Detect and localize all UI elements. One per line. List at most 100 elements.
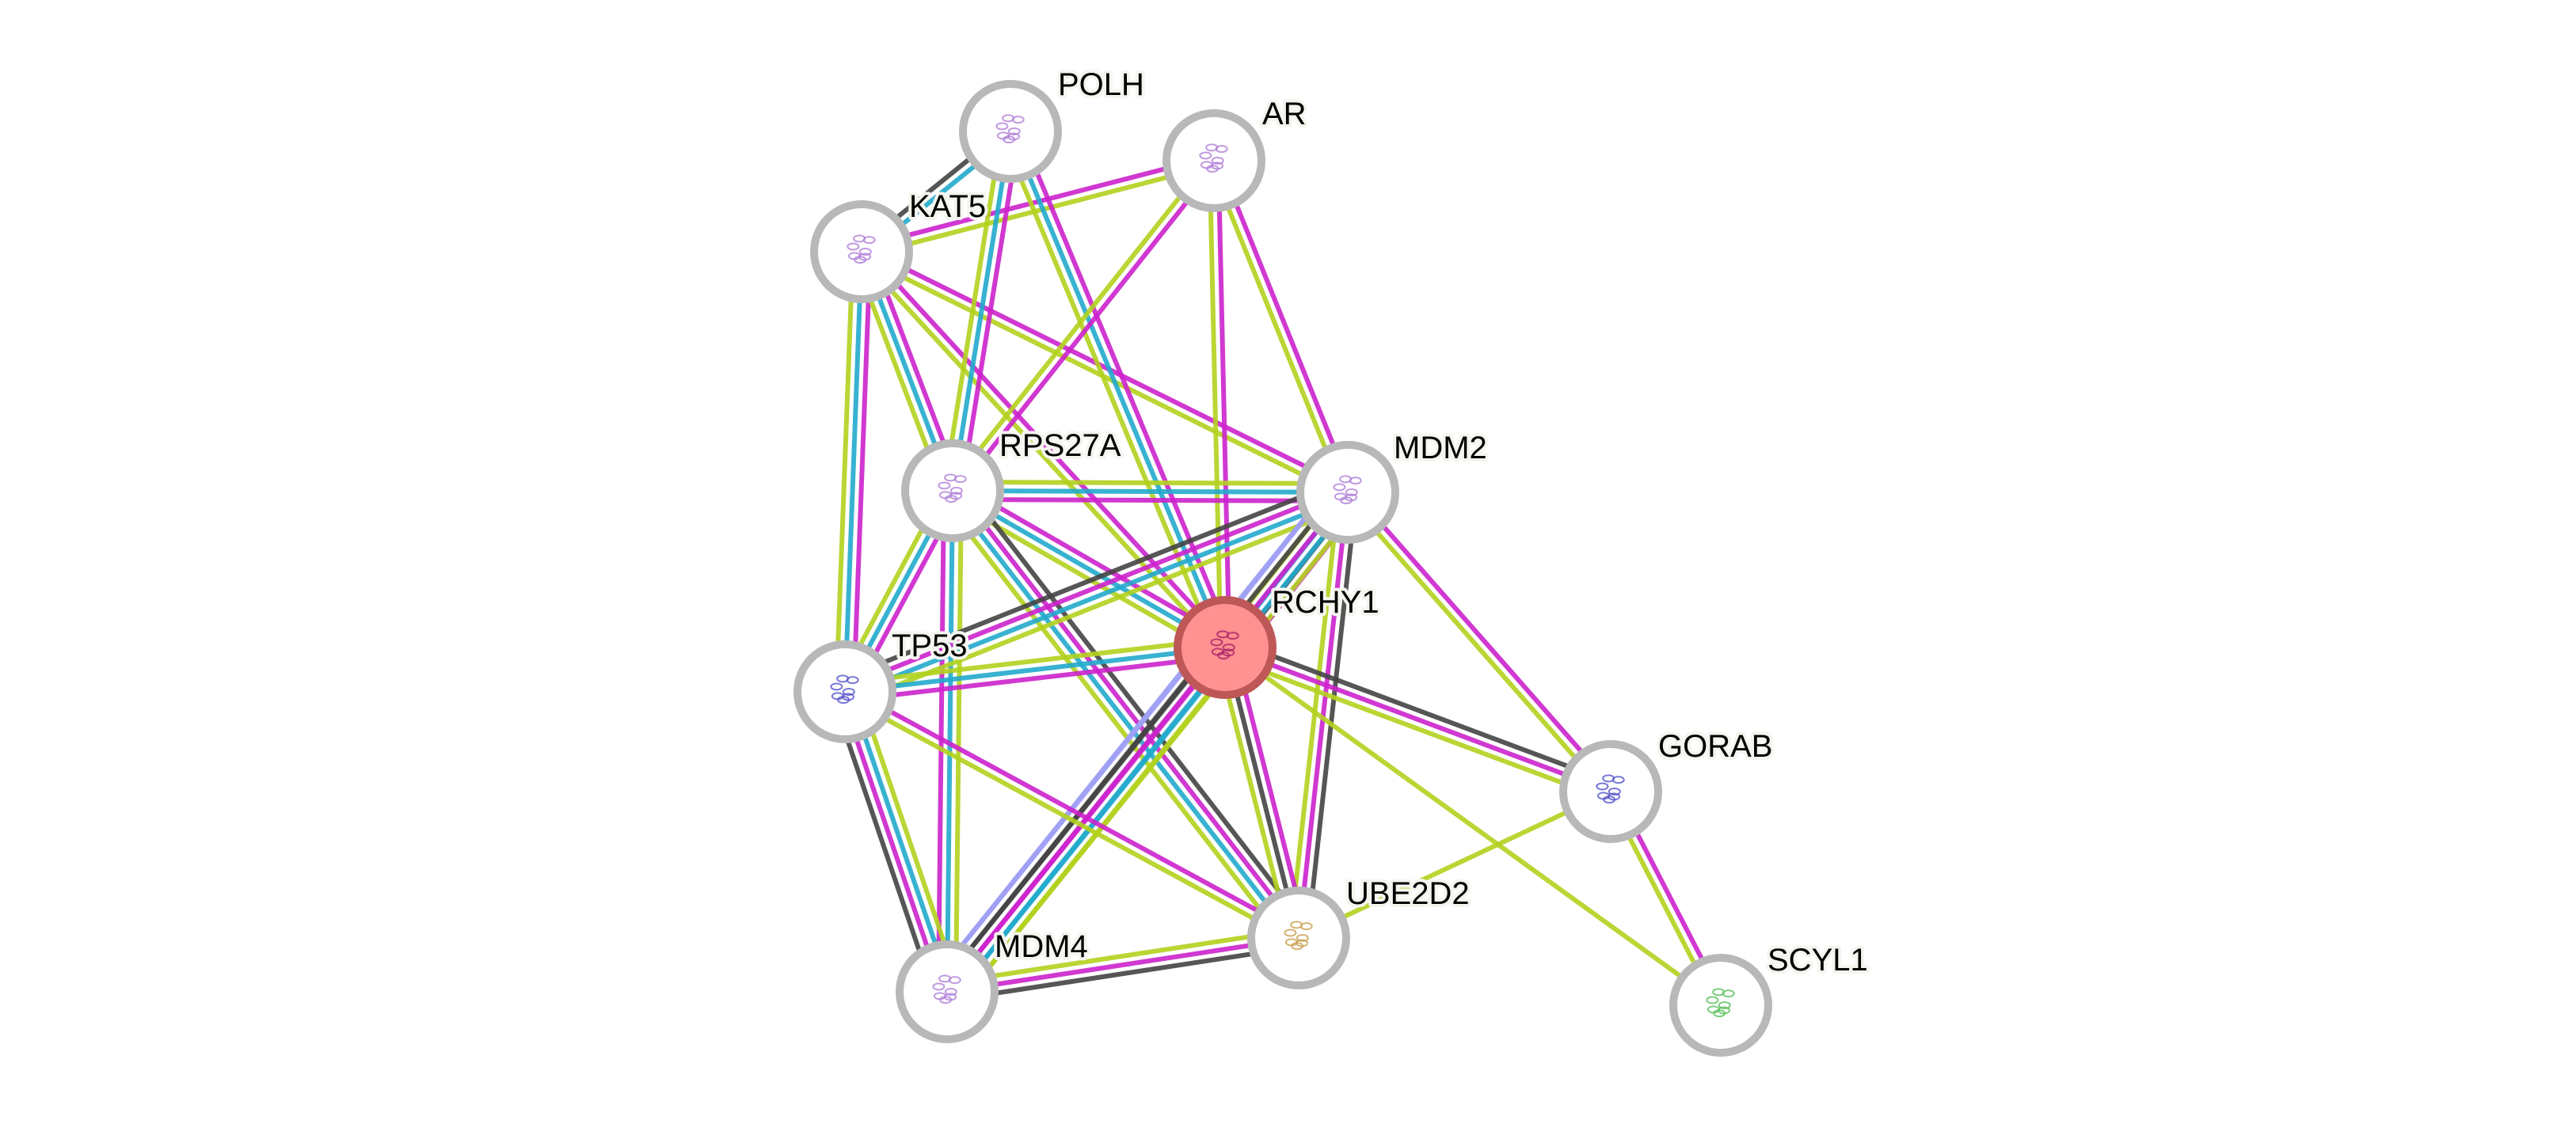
structure-stroke (948, 976, 961, 985)
edge-ar-mdm2[interactable] (1208, 158, 1354, 496)
structure-stroke (996, 131, 1010, 140)
edge-evidence-coexpression (830, 695, 938, 997)
structure-stroke (1596, 792, 1610, 800)
protein-structure-icon (938, 473, 967, 503)
edge-evidence-textmining (854, 686, 962, 989)
node-circle[interactable] (810, 200, 913, 303)
edge-evidence-experiments (845, 653, 1227, 703)
node-mdm4[interactable]: MDM4 (896, 926, 1091, 1043)
edge-evidence-databases (845, 494, 1351, 698)
structure-stroke (858, 248, 872, 256)
structure-stroke (1211, 157, 1224, 165)
structure-stroke (1011, 116, 1025, 124)
node-ar[interactable]: AR (1162, 93, 1310, 212)
edge-evidence-coexpression (1227, 636, 1615, 786)
edge-evidence-experiments (1216, 160, 1232, 647)
node-tp53[interactable]: TP53 (793, 625, 971, 743)
node-ube2d2[interactable]: UBE2D2 (1247, 873, 1473, 989)
node-gorab[interactable]: GORAB (1559, 726, 1775, 843)
edge-evidence-databases (950, 131, 1013, 492)
protein-structure-icon (995, 114, 1025, 144)
structure-stroke (1296, 934, 1309, 942)
edge-evidence-coexpression (948, 944, 1301, 1003)
structure-stroke (1222, 644, 1235, 651)
node-polh[interactable]: POLH (959, 64, 1147, 183)
node-label: MDM4 (995, 929, 1088, 964)
structure-stroke (1706, 996, 1719, 1004)
edge-rchy1-gorab[interactable] (1221, 636, 1615, 803)
edge-polh-rps27a[interactable] (942, 129, 1022, 493)
node-scyl1[interactable]: SCYL1 (1669, 940, 1871, 1057)
node-circle[interactable] (896, 940, 999, 1043)
edge-evidence-experiments (846, 685, 1303, 936)
structure-stroke (1707, 1005, 1720, 1014)
node-kat5[interactable]: KAT5 (810, 186, 989, 303)
edge-kat5-ar[interactable] (859, 154, 1216, 259)
node-circle[interactable] (901, 439, 1004, 542)
structure-stroke (1215, 145, 1228, 154)
edge-evidence-experiments (859, 154, 1214, 250)
edge-rchy1-tp53[interactable] (843, 636, 1227, 703)
edge-evidence-experiments (946, 936, 1299, 994)
edge-ar-rchy1[interactable] (1207, 160, 1232, 648)
edge-rchy1-scyl1[interactable] (1223, 645, 1722, 1008)
edge-rps27a-mdm2[interactable] (952, 480, 1349, 503)
edge-tp53-mdm4[interactable] (830, 686, 962, 997)
structure-stroke (1345, 488, 1358, 496)
edge-evidence-experiments (850, 252, 873, 693)
edge-rchy1-mdm4[interactable] (931, 635, 1241, 1004)
edge-evidence-databases (844, 645, 1226, 694)
node-rps27a[interactable]: RPS27A (901, 425, 1124, 542)
protein-structure-icon (1333, 475, 1362, 505)
node-label: POLH (1058, 67, 1144, 102)
edge-evidence-experiments (953, 486, 1304, 937)
edge-evidence-experiments (955, 480, 1231, 643)
edge-rps27a-ube2d2[interactable] (940, 481, 1311, 947)
edge-ube2d2-gorab[interactable] (1297, 789, 1612, 940)
protein-structure-icon (830, 674, 859, 704)
node-label: UBE2D2 (1346, 876, 1470, 911)
edge-evidence-coexpression (839, 477, 1345, 682)
edge-evidence-textmining (945, 927, 1298, 986)
structure-stroke (1611, 776, 1625, 784)
edge-kat5-tp53[interactable] (834, 251, 873, 693)
protein-structure-icon (932, 974, 961, 1004)
edge-evidence-coexpression (961, 481, 1311, 932)
structure-stroke (932, 982, 946, 991)
edge-evidence-experiments (952, 496, 1348, 503)
edge-evidence-databases (952, 488, 1349, 495)
node-mdm2[interactable]: MDM2 (1296, 427, 1490, 544)
edge-evidence-experiments (958, 132, 1022, 493)
node-circle[interactable] (1174, 596, 1277, 699)
structure-stroke (862, 236, 876, 245)
edge-mdm2-ube2d2[interactable] (1288, 491, 1359, 940)
edge-evidence-textmining (856, 253, 1224, 652)
structure-stroke (944, 988, 957, 996)
edge-evidence-textmining (1221, 653, 1609, 803)
node-circle[interactable] (959, 80, 1062, 183)
node-circle[interactable] (793, 640, 896, 743)
edge-ar-rps27a[interactable] (947, 156, 1220, 496)
node-circle[interactable] (1559, 740, 1662, 843)
edge-tp53-ube2d2[interactable] (841, 685, 1303, 944)
node-circle[interactable] (1669, 954, 1772, 1057)
edge-ube2d2-mdm4[interactable] (945, 927, 1301, 1003)
node-circle[interactable] (1162, 109, 1265, 212)
edge-evidence-textmining (958, 656, 1241, 1004)
node-label: GORAB (1658, 729, 1772, 764)
node-rchy1[interactable]: RCHY1 (1174, 582, 1383, 699)
structure-stroke (1722, 989, 1735, 998)
edge-evidence-textmining (1342, 493, 1610, 796)
edge-evidence-databases (847, 689, 954, 992)
node-circle[interactable] (1296, 441, 1399, 544)
node-label: TP53 (892, 628, 968, 663)
edge-mdm2-gorab[interactable] (1342, 488, 1616, 796)
structure-stroke (938, 491, 952, 499)
structure-stroke (1284, 928, 1297, 937)
protein-structure-icon (847, 234, 876, 264)
structure-stroke (1007, 127, 1021, 135)
edge-evidence-experiments (1223, 645, 1612, 794)
node-circle[interactable] (1247, 887, 1350, 989)
